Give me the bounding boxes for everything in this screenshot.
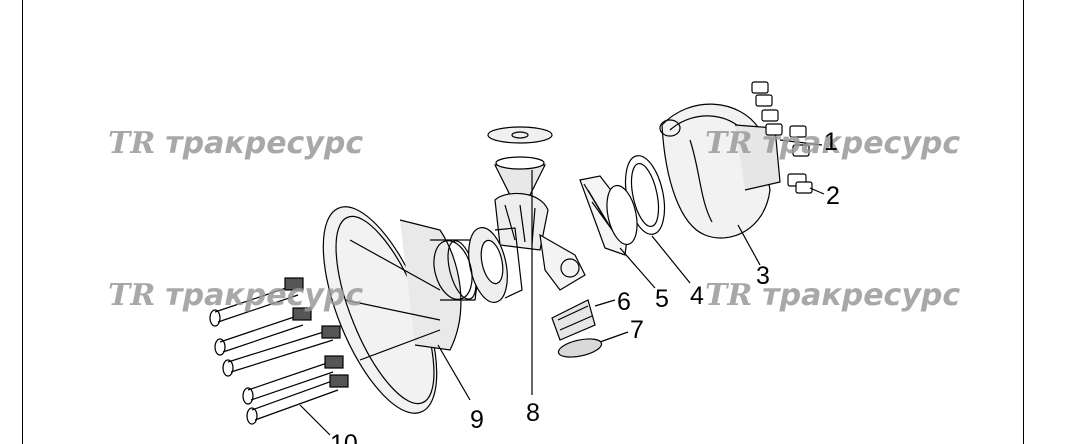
watermark-text: тракресурс (165, 278, 364, 313)
watermark-text: тракресурс (762, 278, 961, 313)
part-washer-7 (557, 331, 629, 358)
callout-3: 3 (756, 262, 770, 290)
watermark-logo: TR (705, 278, 753, 313)
watermark-text: тракресурс (762, 126, 961, 161)
callout-2: 2 (826, 182, 840, 210)
watermark-top-right: TR тракресурс (705, 126, 960, 161)
part-main-plate-9 (322, 206, 481, 414)
part-housing-cup (659, 103, 781, 239)
callout-9: 9 (470, 406, 484, 434)
frame-line-right (1023, 0, 1024, 444)
callout-6: 6 (617, 288, 631, 316)
callout-1: 1 (824, 128, 838, 156)
callout-5: 5 (655, 285, 669, 313)
callout-7: 7 (630, 316, 644, 344)
part-side-gear-5 (579, 175, 638, 256)
watermark-bottom-right: TR тракресурс (705, 278, 960, 313)
watermark-top-left: TR тракресурс (108, 126, 363, 161)
part-spider-8 (487, 126, 586, 395)
watermark-logo: TR (705, 126, 753, 161)
callout-10: 10 (330, 430, 358, 444)
watermark-logo: TR (108, 126, 156, 161)
callout-4: 4 (690, 282, 704, 310)
part-washer-left (433, 240, 473, 300)
part-nuts (751, 81, 813, 194)
part-pinion-6 (551, 299, 616, 341)
part-inner-gear (468, 227, 523, 303)
leader-lines (619, 139, 825, 289)
part-bolts-10 (209, 277, 349, 436)
watermark-text: тракресурс (165, 126, 364, 161)
watermark-logo: TR (108, 278, 156, 313)
callout-8: 8 (526, 399, 540, 427)
watermark-bottom-left: TR тракресурс (108, 278, 363, 313)
frame-line-left (22, 0, 23, 444)
